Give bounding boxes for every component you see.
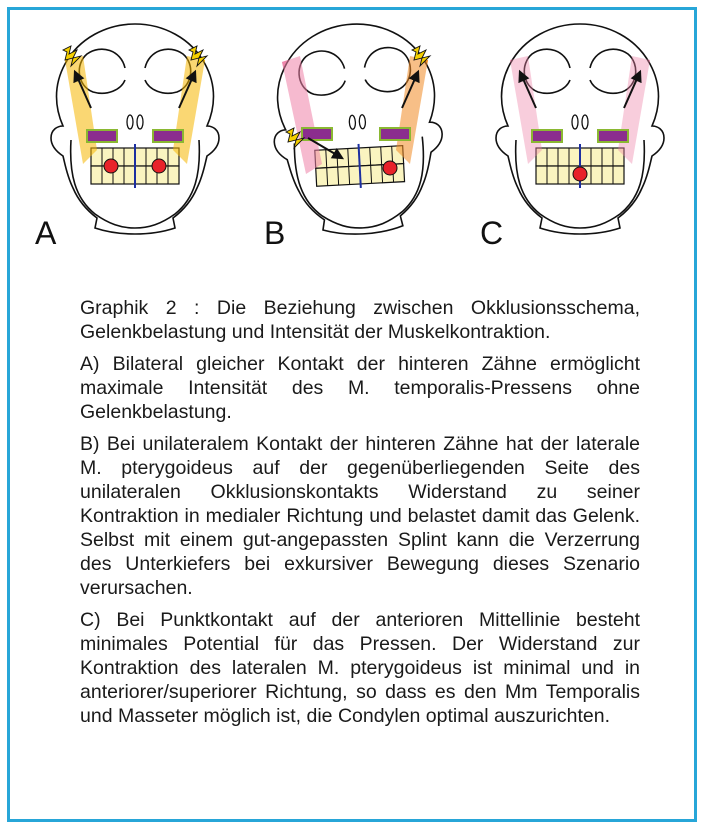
caption-paragraph-b: B) Bei unilateralem Kontakt der hinteren…: [80, 432, 640, 600]
panel-b: B: [264, 20, 447, 251]
right-pterygoid-muscle: [598, 130, 628, 142]
panel-a: A: [35, 24, 219, 251]
caption-paragraph-c: C) Bei Punktkontakt auf der anterioren M…: [80, 608, 640, 728]
caption-paragraph-a: A) Bilateral gleicher Kontakt der hinter…: [80, 352, 640, 424]
right-pterygoid-muscle: [153, 130, 183, 142]
left-pterygoid-muscle: [302, 128, 332, 140]
contact-point: [573, 167, 587, 181]
contact-point: [383, 161, 397, 175]
caption-title: Graphik 2 : Die Beziehung zwischen Okklu…: [80, 296, 640, 344]
panel-label: C: [480, 215, 503, 251]
figure-caption: Graphik 2 : Die Beziehung zwischen Okklu…: [80, 296, 640, 736]
panel-label: A: [35, 215, 57, 251]
contact-point: [152, 159, 166, 173]
panel-label: B: [264, 215, 285, 251]
panel-c: C: [480, 24, 664, 251]
right-pterygoid-muscle: [380, 128, 410, 140]
left-pterygoid-muscle: [87, 130, 117, 142]
contact-point: [104, 159, 118, 173]
skull-diagram-row: A B C: [0, 0, 706, 280]
left-pterygoid-muscle: [532, 130, 562, 142]
